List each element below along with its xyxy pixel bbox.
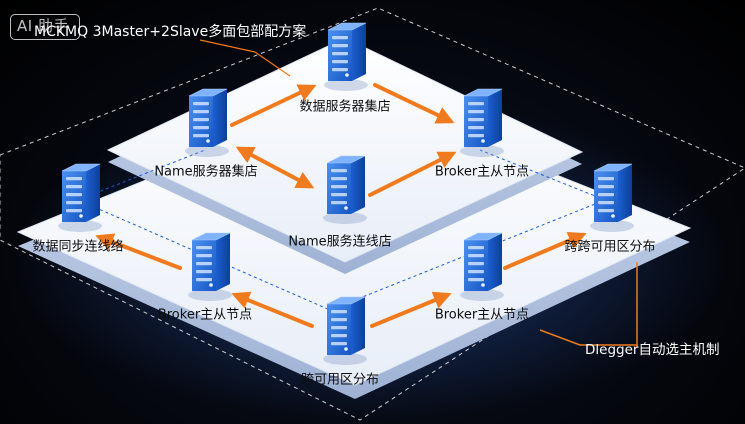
server-icon (185, 88, 229, 157)
arrow-data-to-broker (373, 83, 455, 124)
arrow-name-to-link (235, 146, 315, 189)
dashed-links (77, 149, 606, 311)
label-data-sync: 数据同步连线络 (32, 239, 124, 255)
brand-logo: AI 助手 (10, 14, 80, 40)
label-broker-lower-left: Broker主从节点 (157, 307, 253, 323)
callout-leader-line (539, 262, 638, 346)
orange-arrows (95, 83, 587, 328)
server-icon (188, 232, 232, 301)
server-icon (590, 163, 634, 232)
link-sync-to-cross-az (77, 199, 331, 311)
outer-dashed-boundary (0, 7, 745, 421)
arrow-name-to-data (230, 84, 317, 127)
label-cross-az-bottom: 跨可用区分布 (300, 372, 380, 388)
label-cross-az-right: 跨跨可用区分布 (564, 239, 656, 255)
label-broker-lower-right: Broker主从节点 (434, 307, 530, 323)
label-name-service-link: Name服务连线店 (288, 234, 392, 250)
server-icon (460, 232, 504, 301)
server-icon (58, 163, 102, 232)
link-sync-to-name (77, 149, 206, 201)
arrow-cross-to-broker-left (231, 291, 314, 328)
arrow-cross-to-broker-right (370, 291, 452, 328)
diagram-title: MCKMQ 3Master+2Slave多面包部配方案 (34, 24, 307, 40)
arrow-broker-to-sync (95, 233, 182, 270)
title-leader-line (199, 39, 291, 77)
dlegger-callout: Dlegger自动选主机制 (585, 342, 720, 358)
label-broker-upper-right: Broker主从节点 (434, 164, 530, 180)
label-data-store: 数据服务器集店 (299, 99, 391, 115)
link-cross-az-to-right (329, 199, 606, 311)
server-group (58, 22, 634, 365)
server-icon (324, 22, 368, 91)
server-icon (323, 155, 367, 224)
label-name-server: Name服务器集店 (154, 164, 258, 180)
link-right-to-broker (479, 149, 606, 201)
server-icon (460, 88, 504, 157)
arrow-broker-to-cross-right (503, 231, 587, 270)
server-icon (323, 296, 367, 365)
arrow-link-to-broker (368, 151, 457, 197)
